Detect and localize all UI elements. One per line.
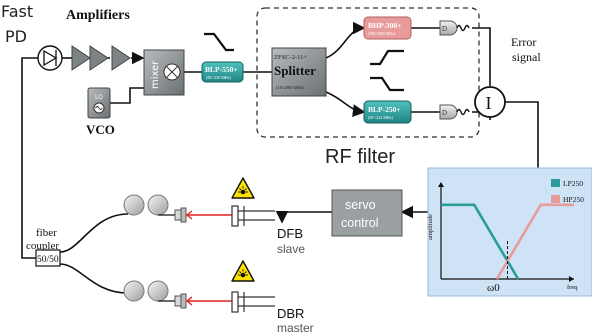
inset-background <box>427 167 592 297</box>
legend-label-lp250: LP250 <box>563 179 583 188</box>
y-axis-label: amplitude <box>427 214 434 240</box>
laser-warning-icon <box>231 260 255 282</box>
servo-label-1: servo <box>345 198 376 212</box>
lowpass-icon <box>370 76 404 92</box>
dbr-label: DBR <box>277 306 304 321</box>
vco-oscillator: LO <box>87 87 111 119</box>
series-line-hp250 <box>495 203 574 280</box>
lo-label: LO <box>95 94 103 101</box>
bhp300-label: BHP-300+ <box>368 21 401 30</box>
dfb-laser <box>231 205 275 227</box>
error-signal-wire <box>505 101 539 168</box>
bhp300-filter: BHP-300+ (290-5000 MHz) <box>363 16 412 40</box>
series-line-lp250 <box>441 203 520 280</box>
pd-to-coupler-wire <box>21 57 38 259</box>
oscillator-icon <box>93 102 105 114</box>
fiber-coupler: 50/50 <box>35 249 61 267</box>
splitter-lower-branch <box>325 91 366 117</box>
splitter-label: Splitter <box>274 63 316 78</box>
mixer: mixer <box>143 49 185 96</box>
bhp300-range: (290-5000 MHz) <box>368 31 396 36</box>
blp550-range: (DC-520 MHz) <box>206 75 231 80</box>
fast-pd: Fast PD <box>1 2 63 71</box>
detector-label: D <box>442 25 447 33</box>
dfb-role: slave <box>277 242 305 256</box>
amplifier-icon <box>89 45 109 71</box>
filter-response-inset: LP250 HP250 amplitude freq ω0 <box>427 167 592 297</box>
fast-pd-label-2: PD <box>5 27 27 46</box>
splitter-upper-branch <box>325 21 366 59</box>
fiber-to-dbr <box>59 263 129 294</box>
detector-icon <box>456 108 470 116</box>
fiber-spool-icon <box>123 280 169 302</box>
x-tick-label-omega0: ω0 <box>487 282 500 294</box>
y-axis-arrow <box>438 182 444 187</box>
blp550-filter: BLP-550+ (DC-520 MHz) <box>201 61 244 83</box>
blp250-range: (DC-225 MHz) <box>368 115 393 120</box>
dbr-laser <box>231 291 275 313</box>
rf-filter-label: RF filter <box>325 146 395 168</box>
filter-response-plot <box>438 182 574 282</box>
detector-upper: D <box>439 20 470 36</box>
fiber-spool-icon <box>123 194 169 216</box>
photodiode-icon <box>37 45 63 71</box>
servo-label-2: control <box>341 216 379 230</box>
mixer-label: mixer <box>150 60 161 89</box>
servo-to-dfb-wire <box>275 210 332 224</box>
fiber-to-dfb <box>59 213 129 253</box>
coupler-ratio: 50/50 <box>37 255 59 265</box>
splitter-range: (10-2000 MHz) <box>276 85 305 90</box>
x-axis-label: freq <box>567 284 578 291</box>
laser-beam-dfb <box>185 210 232 220</box>
servo-control: servo control <box>331 189 403 237</box>
splitter: ZFSC-2-11+ Splitter (10-2000 MHz) <box>271 47 327 97</box>
legend-swatch-lp250 <box>551 179 560 187</box>
amplifier-icon <box>111 45 131 71</box>
intensity-symbol: I <box>486 93 492 113</box>
fiber-connector-icon <box>174 293 187 309</box>
legend-swatch-hp250 <box>551 195 560 203</box>
fast-pd-label-1: Fast <box>1 2 33 21</box>
splitter-part-number: ZFSC-2-11+ <box>274 54 307 61</box>
blp250-filter: BLP-250+ (DC-225 MHz) <box>363 100 412 124</box>
vco-to-mixer-wire <box>108 87 145 104</box>
error-signal-label-1: Error <box>511 35 536 49</box>
mixer-icon <box>163 63 181 81</box>
lowpass-icon <box>204 32 234 52</box>
legend-label-hp250: HP250 <box>563 195 584 204</box>
x-axis-arrow <box>569 276 574 282</box>
error-signal-label-2: signal <box>512 50 541 64</box>
blp250-label: BLP-250+ <box>368 105 401 114</box>
detector-icon <box>456 24 470 32</box>
rf-filter-box <box>256 7 480 138</box>
fiber-label: fiber <box>36 227 57 239</box>
blp550-label: BLP-550+ <box>205 65 238 74</box>
fiber-line <box>158 214 175 302</box>
coupler-label: coupler <box>26 240 59 252</box>
dbr-role: master <box>277 321 314 333</box>
dfb-label: DFB <box>277 226 303 241</box>
detector-lower: D <box>439 104 470 120</box>
highpass-icon <box>370 49 404 66</box>
vco-label: VCO <box>86 122 115 137</box>
laser-beam-dbr <box>185 296 232 306</box>
laser-warning-icon <box>231 177 255 199</box>
detector-label: D <box>442 109 447 117</box>
current-meter-icon: I <box>474 86 506 118</box>
fiber-connector-icon <box>174 207 187 223</box>
amplifier-icon <box>71 45 91 71</box>
amplifiers-label: Amplifiers <box>66 8 130 23</box>
